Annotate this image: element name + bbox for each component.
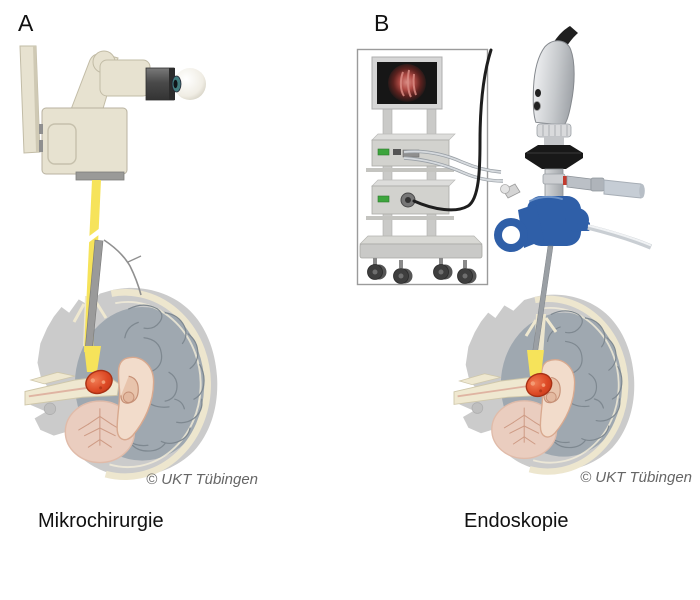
irrigation-handle [494,183,590,252]
caster-wheel [367,258,387,280]
irrigation-tube-highlight [587,224,652,247]
endoscopy-tower [359,48,504,284]
tumor-b [525,372,553,398]
shelf [366,216,454,220]
cart-base-top [359,235,483,245]
handle-loop-hole [502,226,520,244]
light-cable-socket-core [405,197,411,203]
entry-channel-branches-b [524,317,558,337]
retractor-branch [127,255,142,263]
microscope-body-panel [47,123,77,165]
monitor-post [426,108,437,245]
status-led [377,195,390,203]
cart-base [359,243,483,259]
eye-pupil [173,79,178,89]
beam-gap [88,225,104,243]
caster-wheel [393,260,413,284]
shelf [366,168,454,172]
panel-letter-b: B [374,10,390,36]
body-side-tab [39,140,43,152]
caster-wheel [433,258,453,280]
unit-slot [393,149,401,155]
irrigation-tube [587,224,653,250]
equipment-cart [359,235,483,284]
stopcock-cap [500,184,510,194]
camera-cable [412,48,493,212]
coupler-ring [536,123,572,138]
shaft-collar [542,173,566,185]
light-post [566,175,592,191]
endoscopic-tissue-folds [399,69,417,98]
tumor-a [85,369,113,395]
light-cable [603,179,642,199]
caption-endoskopie: Endoskopie [464,510,569,532]
microscope-base-plate [75,171,125,181]
caster-wheel [457,260,477,284]
handle-highlight [529,195,563,202]
endoscope [494,26,653,398]
microscope-arm-horizontal [99,59,151,97]
panel-a-artwork [19,45,217,477]
coupler-neck [544,137,564,145]
video-cable-2-core [403,157,504,182]
stopcock [502,183,521,199]
panel-b-artwork [356,26,653,472]
monitor-post [382,108,393,245]
surgical-microscope [19,45,206,181]
tube-port [577,222,590,231]
surgeon-eye-icon [174,68,206,100]
light-cable-connector [590,177,605,192]
unit-top [371,133,456,141]
eyepiece-funnel [525,145,583,169]
credit-a: © UKT Tübingen [146,471,258,488]
body-side-tab [39,124,43,134]
entry-channel-branches-a [72,301,108,323]
caption-mikrochirurgie: Mikrochirurgie [38,510,164,532]
status-led [377,148,390,156]
light-glow-a [84,346,101,372]
tower-inset-frame [356,48,489,286]
coupler-ribs [542,125,568,136]
credit-b: © UKT Tübingen [580,469,692,486]
panel-letter-a: A [18,10,34,36]
head-cross-section-a [25,288,217,477]
video-cable-core [403,150,502,173]
camera-button [535,89,541,97]
light-cable-end [639,184,645,198]
camera-button [533,101,541,111]
retractor-hook [103,239,142,296]
unit-top [371,179,456,187]
endoscope-camera-head [532,40,575,126]
light-post-red-band [563,176,567,185]
light-glow-b [527,350,544,376]
microscope-stand-shadow [33,46,40,152]
